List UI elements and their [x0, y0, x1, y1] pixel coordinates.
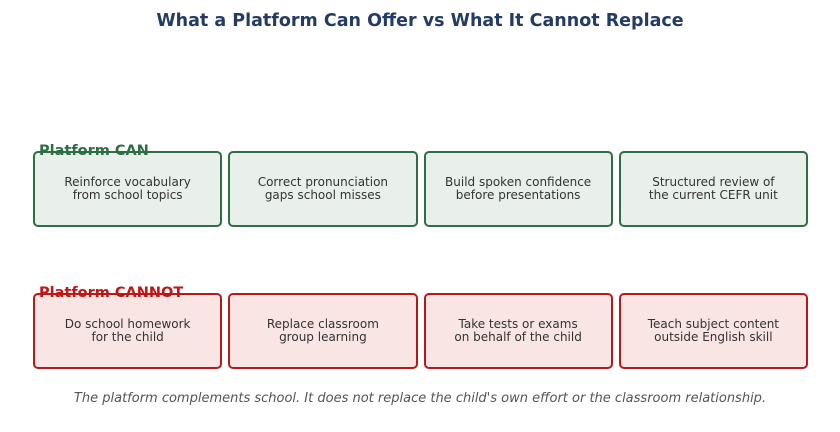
cannot-row: Do school homework for the child Replace…	[33, 293, 808, 369]
can-item-box: Structured review of the current CEFR un…	[618, 151, 808, 227]
footer-note: The platform complements school. It does…	[73, 391, 767, 406]
cannot-section-label: Platform CANNOT	[39, 285, 184, 301]
can-item-box: Reinforce vocabulary from school topics	[33, 151, 223, 227]
can-row: Reinforce vocabulary from school topics …	[33, 151, 808, 227]
can-item-box: Correct pronunciation gaps school misses	[228, 151, 418, 227]
cannot-item-box: Take tests or exams on behalf of the chi…	[423, 293, 613, 369]
cannot-item-box: Teach subject content outside English sk…	[618, 293, 808, 369]
cannot-item-box: Replace classroom group learning	[228, 293, 418, 369]
can-item-box: Build spoken confidence before presentat…	[423, 151, 613, 227]
cannot-item-box: Do school homework for the child	[33, 293, 223, 369]
can-section-label: Platform CAN	[39, 143, 149, 159]
diagram-title: What a Platform Can Offer vs What It Can…	[156, 11, 684, 31]
